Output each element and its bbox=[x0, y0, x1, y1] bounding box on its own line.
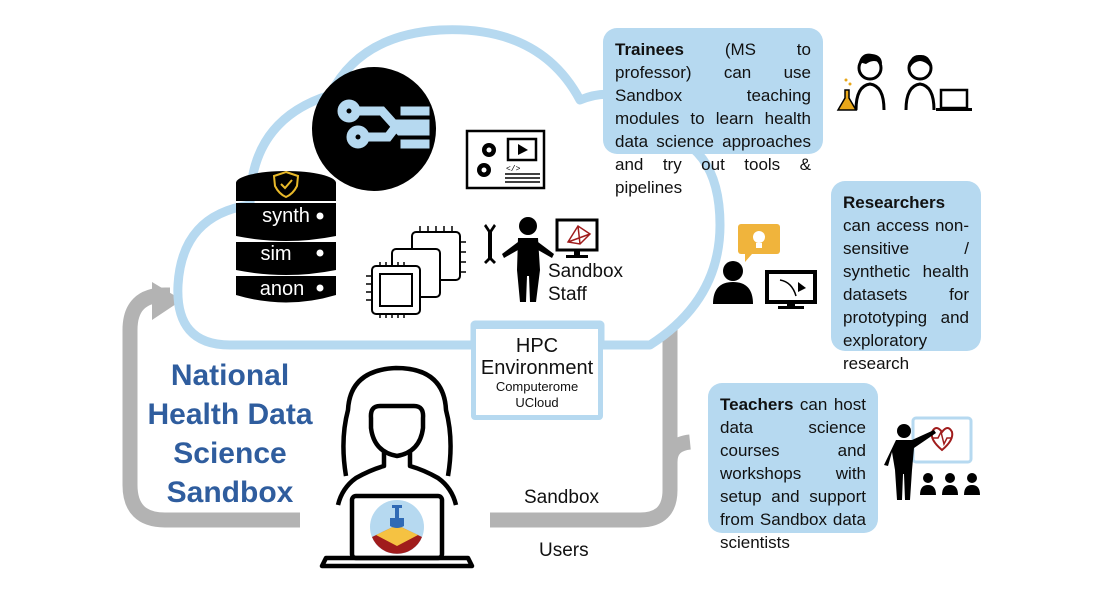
trainees-heading: Trainees bbox=[615, 40, 684, 59]
title-line: National bbox=[170, 359, 290, 392]
hpc-subtitle: Environment bbox=[480, 357, 594, 379]
hpc-provider-computerome: Computerome bbox=[495, 379, 579, 394]
database-layer-synth: synth bbox=[262, 205, 310, 227]
flow-arrowhead bbox=[152, 282, 182, 320]
researchers-box: Researchers can access non-sen­sitive / … bbox=[831, 181, 981, 373]
researchers-heading: Researchers bbox=[843, 193, 946, 212]
flow-label-users: Users bbox=[539, 540, 589, 561]
cpu-chips-icon bbox=[366, 226, 466, 318]
staff-label-line1: Sandbox bbox=[548, 261, 624, 282]
network-monitor-icon bbox=[555, 218, 599, 258]
database-icon bbox=[236, 171, 336, 303]
pipeline-branch-icon bbox=[312, 67, 436, 191]
svg-text:</>: </> bbox=[506, 165, 521, 174]
page-title: National Health Data Science Sandbox bbox=[130, 356, 330, 512]
flow-label-sandbox: Sandbox bbox=[524, 487, 600, 508]
staff-label-line2: Staff bbox=[548, 284, 587, 305]
title-line: Sandbox bbox=[166, 476, 294, 509]
teachers-description: can host data science cours­es and works… bbox=[720, 395, 866, 552]
teachers-box: Teachers can host data science cours­es … bbox=[708, 383, 878, 552]
hpc-provider-ucloud: UCloud bbox=[515, 395, 559, 410]
trainees-box: Trainees (MS to professor) can use Sandb… bbox=[603, 28, 823, 197]
wrench-icon bbox=[484, 224, 496, 264]
researchers-description: can access non-sen­sitive / synthetic he… bbox=[843, 216, 969, 373]
trainees-description: (MS to professor) can use Sandbox teachi… bbox=[615, 40, 811, 197]
sandbox-logo-icon bbox=[370, 500, 424, 554]
title-line: Science bbox=[173, 437, 287, 470]
teachers-heading: Teachers bbox=[720, 395, 794, 414]
staff-person-icon bbox=[502, 217, 554, 302]
user-laptop-icon bbox=[319, 365, 475, 569]
database-layer-anon: anon bbox=[259, 278, 305, 300]
database-layer-sim: sim bbox=[260, 243, 292, 265]
title-line: Health Data bbox=[147, 398, 313, 431]
tutorial-screen-icon: </> bbox=[465, 129, 546, 190]
hpc-title: HPC bbox=[515, 335, 559, 357]
sandbox-staff-label: Sandbox Staff bbox=[548, 260, 623, 306]
hpc-environment-box: HPC Environment Computerome UCloud bbox=[471, 324, 603, 420]
shield-check-icon bbox=[272, 170, 300, 199]
scientists-icon bbox=[836, 53, 972, 111]
researcher-idea-icon bbox=[713, 224, 817, 309]
teacher-presentation-icon bbox=[884, 416, 980, 500]
